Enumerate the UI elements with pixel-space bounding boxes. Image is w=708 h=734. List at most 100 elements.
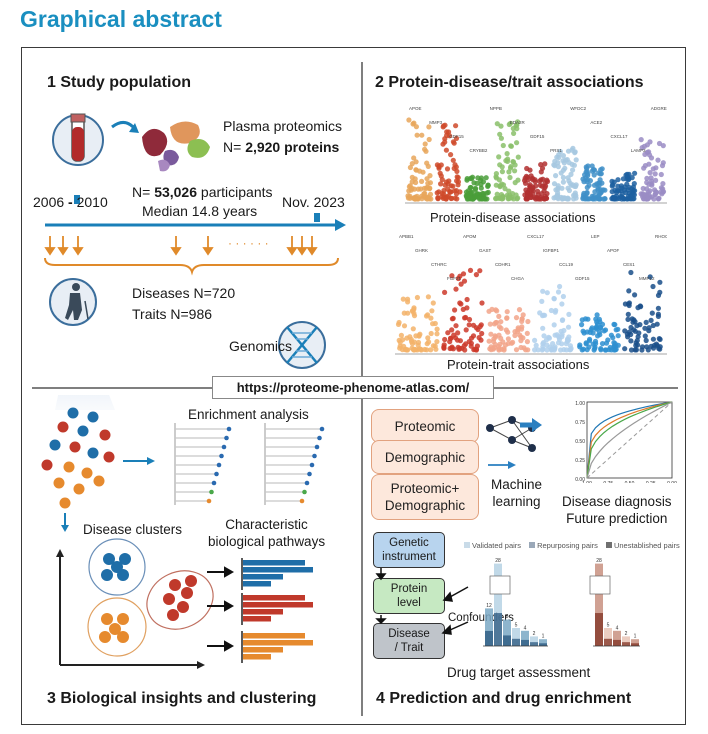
association-point bbox=[450, 183, 456, 189]
legend-repurposing: Repurposing pairs bbox=[529, 541, 598, 550]
protein-disease-caption: Protein-disease associations bbox=[430, 210, 596, 225]
lollipop-head bbox=[226, 426, 232, 432]
association-point bbox=[651, 196, 657, 202]
association-point bbox=[499, 169, 505, 175]
association-point bbox=[452, 162, 458, 168]
association-point bbox=[505, 336, 511, 342]
association-point bbox=[461, 278, 468, 284]
association-point bbox=[567, 343, 573, 349]
association-point bbox=[596, 191, 602, 197]
genetic-line1: Genetic bbox=[389, 537, 429, 549]
association-point bbox=[525, 318, 531, 325]
association-point bbox=[581, 179, 587, 185]
association-point bbox=[566, 187, 572, 194]
association-point bbox=[517, 332, 523, 338]
association-point bbox=[439, 177, 445, 183]
association-point bbox=[657, 289, 663, 295]
association-point bbox=[473, 325, 479, 331]
protein-dot bbox=[59, 497, 71, 509]
association-point bbox=[598, 167, 604, 173]
association-point bbox=[657, 336, 663, 342]
association-point bbox=[588, 326, 594, 333]
association-point bbox=[493, 319, 500, 326]
association-point bbox=[512, 162, 518, 168]
drug-icon bbox=[489, 575, 511, 595]
roc-x-tick: 0.00 bbox=[667, 481, 677, 483]
association-point bbox=[532, 337, 538, 343]
association-point bbox=[592, 338, 599, 344]
legend-unestablished: Unestablished pairs bbox=[605, 541, 680, 550]
drug-bar bbox=[631, 639, 639, 646]
association-point bbox=[413, 167, 419, 173]
association-point bbox=[553, 173, 559, 179]
protein-label: GDF15 bbox=[575, 276, 590, 281]
association-point bbox=[551, 346, 557, 352]
atlas-url-link[interactable]: https://proteome-phenome-atlas.com/ bbox=[212, 376, 494, 399]
association-point bbox=[477, 323, 483, 330]
drug-bar-label: 12 bbox=[486, 603, 492, 609]
association-point bbox=[442, 289, 448, 295]
drug-legend: Validated pairs Repurposing pairs Unesta… bbox=[464, 541, 680, 550]
association-point bbox=[475, 175, 481, 181]
lollipop-head bbox=[299, 498, 305, 504]
association-point bbox=[660, 143, 666, 149]
association-point bbox=[654, 321, 660, 327]
association-point bbox=[449, 316, 455, 322]
association-point bbox=[428, 347, 434, 353]
association-point bbox=[461, 343, 467, 349]
protein-label: CRYBB2 bbox=[470, 148, 488, 153]
association-point bbox=[463, 327, 469, 333]
protein-dot bbox=[87, 447, 99, 459]
participants-count: N= 53,026 participants bbox=[132, 184, 273, 200]
drug-bar bbox=[539, 639, 547, 646]
association-point bbox=[540, 325, 546, 331]
association-point bbox=[558, 347, 564, 353]
association-point bbox=[504, 315, 510, 321]
drug-bar-label: 4 bbox=[616, 625, 619, 631]
association-point bbox=[504, 158, 511, 164]
association-point bbox=[527, 182, 533, 188]
association-point bbox=[496, 343, 502, 350]
association-point bbox=[466, 316, 473, 323]
lollipop-head bbox=[216, 462, 222, 468]
association-point bbox=[556, 334, 562, 340]
combined-model-line1: Proteomic+ bbox=[390, 481, 460, 496]
association-point bbox=[652, 191, 658, 198]
association-point bbox=[506, 188, 512, 194]
association-point bbox=[541, 333, 547, 339]
association-point bbox=[652, 187, 658, 193]
participants-suffix: participants bbox=[200, 184, 273, 200]
association-point bbox=[427, 173, 433, 179]
association-point bbox=[624, 331, 630, 337]
association-point bbox=[453, 191, 460, 197]
association-point bbox=[602, 196, 608, 202]
association-point bbox=[512, 329, 518, 335]
protein-label: APOE bbox=[409, 106, 422, 111]
protein-line1: Protein bbox=[390, 583, 428, 595]
association-point bbox=[485, 182, 491, 188]
association-point bbox=[518, 344, 524, 351]
cluster-dot bbox=[119, 553, 131, 565]
protein-dot bbox=[57, 421, 69, 433]
roc-x-tick: 0.75 bbox=[603, 481, 613, 483]
association-point bbox=[480, 190, 487, 197]
association-point bbox=[658, 185, 664, 191]
protein-count-prefix: N= bbox=[223, 139, 242, 155]
lollipop-head bbox=[211, 480, 217, 486]
association-point bbox=[532, 195, 538, 201]
association-point bbox=[434, 326, 440, 332]
association-point bbox=[458, 281, 464, 287]
association-point bbox=[405, 296, 411, 302]
association-point bbox=[453, 123, 459, 129]
association-point bbox=[620, 176, 626, 182]
association-point bbox=[632, 292, 638, 298]
roc-x-tick: 1.00 bbox=[582, 481, 592, 483]
association-point bbox=[629, 186, 635, 192]
association-point bbox=[560, 195, 566, 201]
association-point bbox=[655, 157, 661, 163]
association-point bbox=[506, 195, 512, 202]
association-point bbox=[409, 341, 415, 347]
association-point bbox=[472, 194, 478, 200]
